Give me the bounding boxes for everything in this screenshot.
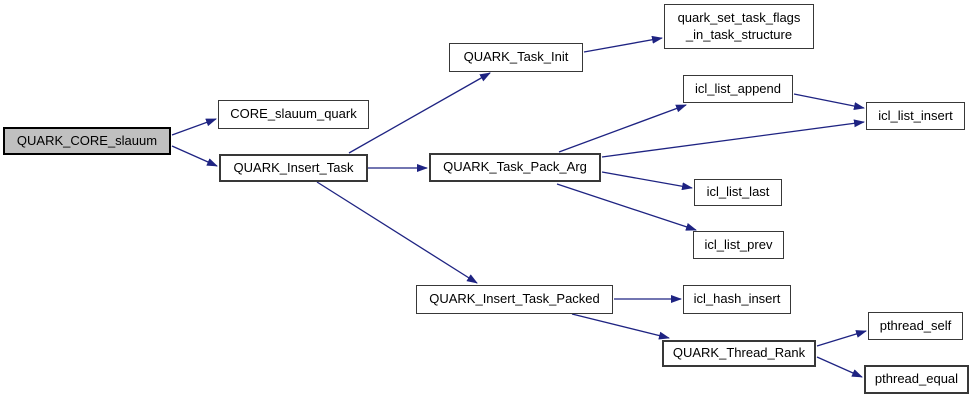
node-quark-insert-task-packed[interactable]: QUARK_Insert_Task_Packed: [416, 285, 613, 314]
edge-quark-task-pack-arg-to-icl-list-append: [558, 104, 687, 153]
node-icl-list-prev[interactable]: icl_list_prev: [693, 231, 784, 259]
edge-quark-task-pack-arg-to-icl-list-last: [601, 171, 693, 191]
node-quark-thread-rank[interactable]: QUARK_Thread_Rank: [662, 340, 816, 367]
node-quark-core-slauum: QUARK_CORE_slauum: [3, 127, 171, 155]
node-icl-hash-insert[interactable]: icl_hash_insert: [683, 285, 791, 314]
edge-quark-thread-rank-to-pthread-equal: [816, 356, 863, 378]
node-quark-insert-task[interactable]: QUARK_Insert_Task: [219, 154, 368, 182]
node-quark-task-pack-arg[interactable]: QUARK_Task_Pack_Arg: [429, 153, 601, 182]
edge-quark-core-slauum-to-core-slauum-quark: [171, 118, 217, 136]
edge-icl-list-append-to-icl-list-insert: [793, 93, 865, 110]
edge-quark-insert-task-to-quark-insert-task-packed: [316, 181, 478, 284]
node-quark-set-task-flags-in-task-structure[interactable]: quark_set_task_flags _in_task_structure: [664, 4, 814, 49]
edge-quark-core-slauum-to-quark-insert-task: [171, 145, 218, 167]
edge-quark-insert-task-to-quark-task-init: [348, 72, 491, 154]
node-pthread-equal[interactable]: pthread_equal: [864, 365, 969, 394]
edge-quark-task-pack-arg-to-icl-list-prev: [556, 183, 697, 231]
edge-quark-task-pack-arg-to-icl-list-insert: [601, 119, 865, 158]
node-icl-list-append[interactable]: icl_list_append: [683, 75, 793, 103]
edge-quark-thread-rank-to-pthread-self: [816, 330, 867, 347]
edge-quark-insert-task-packed-to-quark-thread-rank: [571, 313, 670, 340]
node-quark-task-init[interactable]: QUARK_Task_Init: [449, 43, 583, 72]
node-core-slauum-quark[interactable]: CORE_slauum_quark: [218, 100, 369, 129]
edge-quark-task-init-to-quark-set-task-flags: [583, 35, 663, 53]
node-icl-list-last[interactable]: icl_list_last: [694, 179, 782, 206]
node-pthread-self[interactable]: pthread_self: [868, 312, 963, 340]
node-icl-list-insert[interactable]: icl_list_insert: [866, 102, 965, 130]
